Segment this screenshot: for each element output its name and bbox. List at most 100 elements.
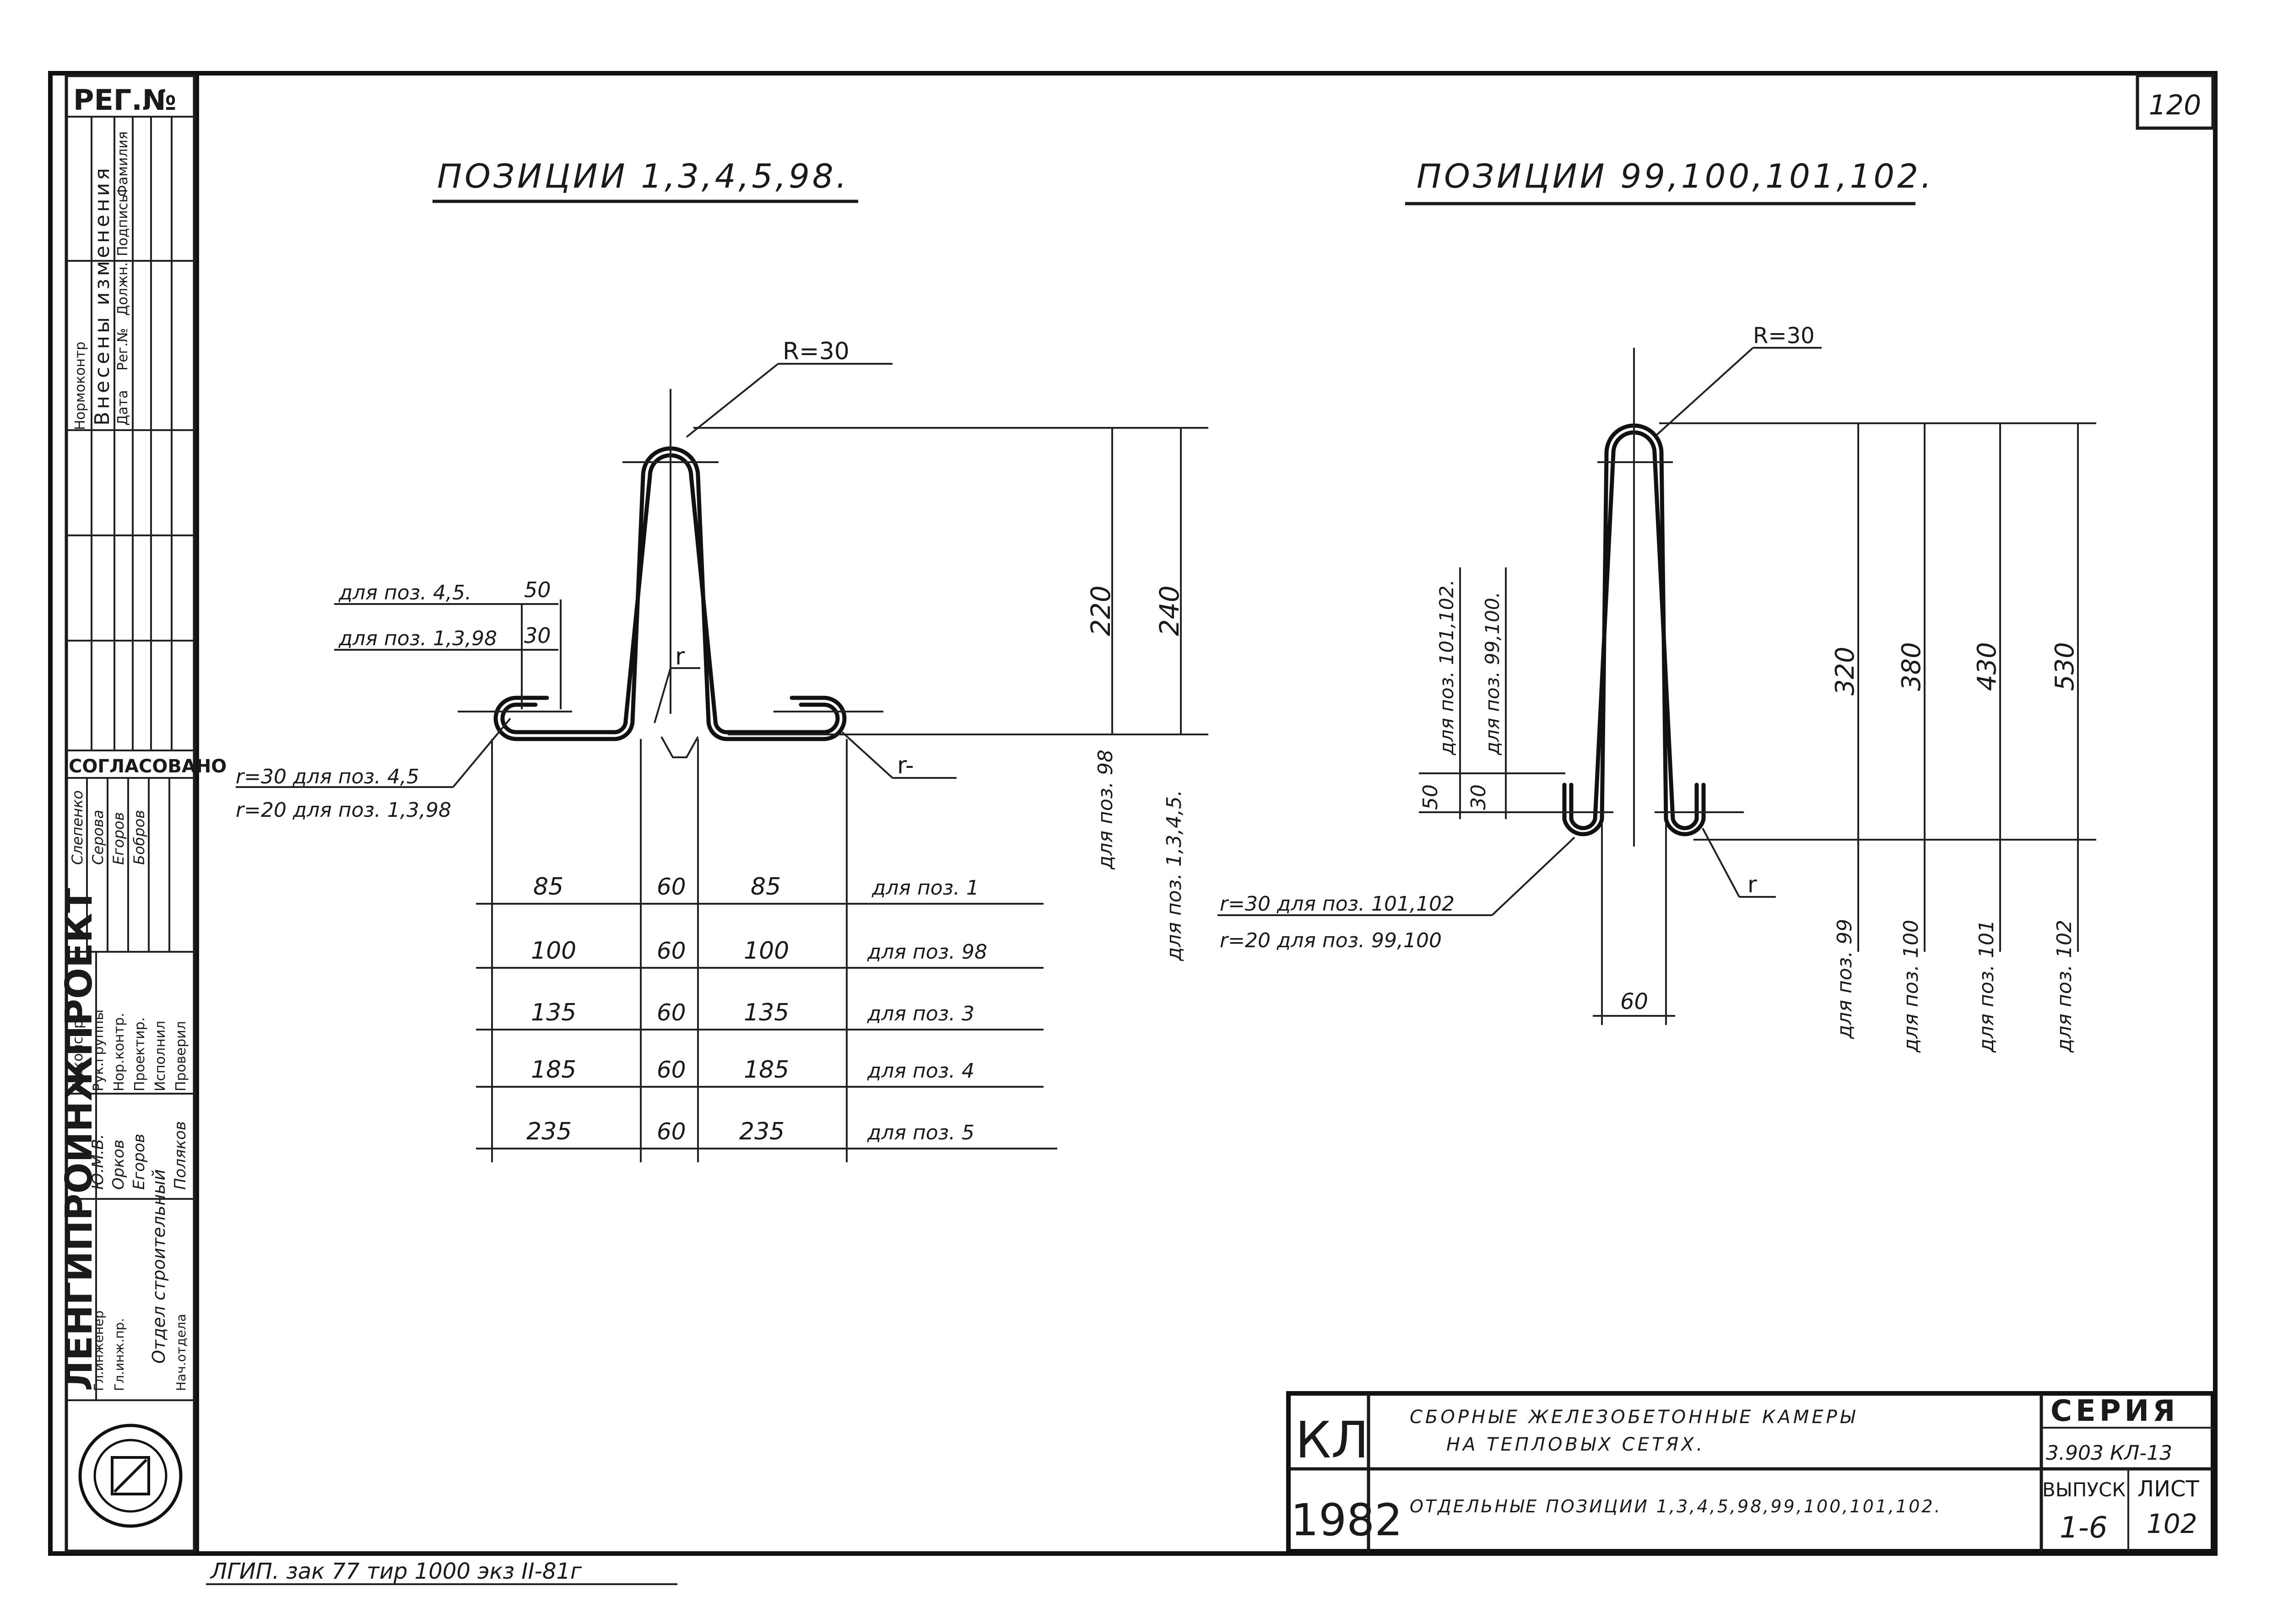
left-row-1-c: 85 (751, 873, 781, 901)
role-3: Нор.контр. (111, 1013, 127, 1091)
right-dim-30: 30 (1467, 784, 1490, 810)
sheet-title: ОТДЕЛЬНЫЕ ПОЗИЦИИ 1,3,4,5,98,99,100,101,… (1410, 1496, 1942, 1516)
left-row-4-label: для поз. 4 (867, 1059, 974, 1083)
left-row-4-a: 185 (531, 1056, 576, 1084)
left-row-5-c: 235 (739, 1118, 784, 1145)
role-1: Гл.констр. (70, 1015, 86, 1091)
left-r-right: r- (897, 752, 914, 779)
left-r-mid: r (675, 643, 685, 670)
agreed-name-2: Серова (89, 810, 107, 865)
left-row-4-b: 60 (657, 1057, 686, 1083)
right-r-label: r (1747, 871, 1757, 898)
left-val-50: 50 (524, 577, 551, 602)
left-note-30: для поз. 1,3,98 (338, 627, 497, 650)
right-dim-102-label: для поз. 102 (2053, 920, 2076, 1053)
side-stamp: РЕГ.№ Нормоконтр Внесены изменения Дата … (58, 74, 227, 1553)
right-dim-430: 430 (1972, 642, 2002, 691)
left-row-1-a: 85 (533, 873, 563, 901)
dept-label: Отдел строительный (149, 1169, 169, 1364)
right-radius-label: R=30 (1753, 323, 1815, 349)
right-r-note-1: r=30 для поз. 101,102 (1220, 892, 1455, 916)
left-vert-note-1345: для поз. 1,3,4,5. (1163, 790, 1186, 961)
agreed-name-4: Бобров (130, 810, 148, 865)
change-col-name: Фамилия (115, 131, 131, 197)
left-dim-240: 240 (1154, 585, 1185, 636)
series-value: 3.903 КЛ-13 (2046, 1441, 2172, 1465)
left-row-5-a: 235 (526, 1118, 572, 1145)
right-dim-99-label: для поз. 99 (1833, 919, 1856, 1039)
agreed-label: СОГЛАСОВАНО (69, 756, 227, 777)
staff-3: Егоров (130, 1133, 148, 1190)
right-dim-320: 320 (1830, 647, 1860, 696)
staff-4: Поляков (171, 1121, 189, 1190)
dept-head-label: Нач.отдела (173, 1314, 189, 1391)
doc-code: КЛ (1295, 1411, 1369, 1469)
issue-label: ВЫПУСК (2042, 1478, 2126, 1501)
normcontr-label: Нормоконтр (72, 341, 88, 430)
left-vert-note-98: для поз. 98 (1094, 750, 1117, 870)
right-dim-100-label: для поз. 100 (1899, 920, 1923, 1053)
right-title: ПОЗИЦИИ 99,100,101,102. (1417, 157, 1934, 195)
title-block: КЛ 1982 СБОРНЫЕ ЖЕЛЕЗОБЕТОННЫЕ КАМЕРЫ НА… (1286, 1391, 2215, 1554)
footer-note: ЛГИП. зак 77 тир 1000 экз II-81г (210, 1559, 582, 1584)
sheet-label: ЛИСТ (2137, 1476, 2200, 1502)
right-dim-50: 50 (1419, 784, 1442, 810)
series-label: СЕРИЯ (2050, 1394, 2179, 1428)
sheet-value: 102 (2147, 1508, 2197, 1539)
role-5: Исполнил (152, 1021, 168, 1091)
left-row-3-a: 135 (531, 999, 576, 1026)
outer-frame (48, 71, 2218, 1556)
top-sheet-number: 120 (2149, 89, 2202, 121)
left-r-note-2: r=20 для поз. 1,3,98 (236, 799, 451, 822)
left-row-2-b: 60 (657, 938, 686, 964)
left-row-3-c: 135 (744, 999, 789, 1026)
left-dim-220: 220 (1085, 585, 1116, 636)
right-r-note-2: r=20 для поз. 99,100 (1220, 929, 1442, 952)
change-col-reg: Рег.№ (115, 328, 131, 371)
left-row-5-label: для поз. 5 (867, 1121, 974, 1144)
left-title: ПОЗИЦИИ 1,3,4,5,98. (437, 157, 849, 195)
left-radius-label: R=30 (783, 338, 849, 365)
change-col-sign: Подпись (115, 194, 131, 256)
chief-eng-label: Гл.инж.пр. (112, 1318, 127, 1391)
right-note-101-102: для поз. 101,102. (1435, 579, 1458, 755)
top-sheet-number-box: 120 (2136, 74, 2215, 130)
director-label: Гл.инженер (91, 1311, 106, 1391)
doc-name-line-1: СБОРНЫЕ ЖЕЛЕЗОБЕТОННЫЕ КАМЕРЫ (1410, 1407, 1858, 1428)
right-dim-60: 60 (1620, 989, 1648, 1014)
left-val-30: 30 (524, 623, 551, 648)
left-group: ПОЗИЦИИ 1,3,4,5,98. R=30 для поз. 4,5. 5… (236, 157, 1208, 1162)
doc-name-line-2: НА ТЕПЛОВЫХ СЕТЯХ. (1446, 1434, 1705, 1455)
reg-number-label: РЕГ.№ (73, 83, 176, 117)
role-4: Проектир. (132, 1017, 148, 1091)
staff-2: Орков (109, 1139, 128, 1190)
right-dim-530: 530 (2050, 642, 2080, 691)
left-row-1-b: 60 (657, 874, 686, 900)
org-name: ЛЕНГИПРОИНЖПРОЕКТ (58, 888, 100, 1391)
right-group: ПОЗИЦИИ 99,100,101,102. R=30 для поз. 10… (1217, 157, 2096, 1053)
left-row-3-b: 60 (657, 999, 686, 1026)
role-2: Рук.группы (91, 1009, 107, 1091)
left-dimension-table: 85 60 85 для поз. 1 100 60 100 для поз. … (476, 739, 1057, 1162)
right-dim-101-label: для поз. 101 (1975, 920, 1998, 1053)
left-r-note-1: r=30 для поз. 4,5 (236, 765, 419, 788)
left-row-1-label: для поз. 1 (871, 876, 979, 900)
left-row-2-label: для поз. 98 (867, 940, 987, 964)
left-row-4-c: 185 (744, 1056, 789, 1084)
role-6: Проверил (173, 1021, 189, 1091)
left-note-50: для поз. 4,5. (338, 581, 471, 604)
doc-year: 1982 (1291, 1495, 1402, 1546)
changes-header: Внесены изменения (91, 165, 114, 426)
org-logo-icon (66, 1399, 195, 1528)
change-col-date: Дата (115, 390, 131, 426)
agreed-name-3: Егоров (110, 812, 127, 865)
issue-value: 1-6 (2060, 1511, 2108, 1545)
agreed-name-1: Слепенко (69, 790, 86, 865)
left-row-2-c: 100 (744, 937, 789, 965)
left-row-5-b: 60 (657, 1118, 686, 1145)
right-dim-380: 380 (1897, 642, 1926, 691)
change-col-post: Должн. (115, 262, 131, 316)
left-row-2-a: 100 (531, 937, 576, 965)
left-row-3-label: для поз. 3 (867, 1002, 974, 1025)
